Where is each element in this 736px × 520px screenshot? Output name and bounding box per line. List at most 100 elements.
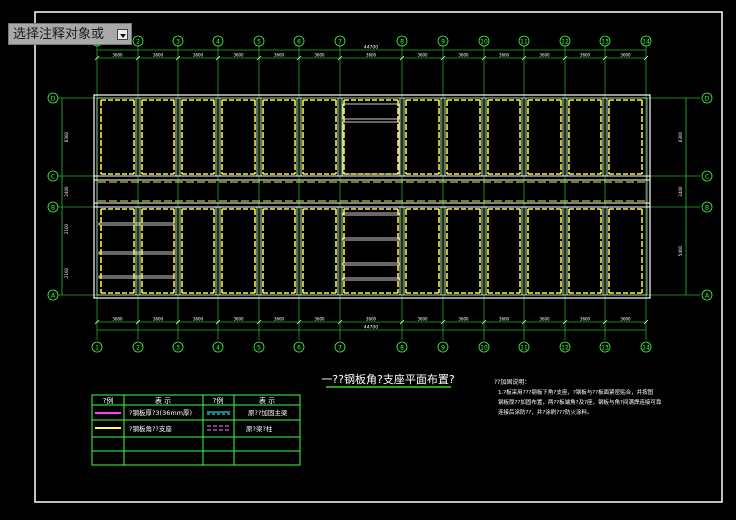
dimension-tick <box>562 319 568 325</box>
outer-wall <box>93 94 651 299</box>
axis-bubble-label: A <box>705 292 710 299</box>
stair-tread <box>342 212 400 216</box>
axis-bubble <box>334 35 346 47</box>
axis-bubble-label: C <box>705 173 709 180</box>
dropdown-arrow-icon[interactable] <box>117 29 128 40</box>
axis-bubble-label: 12 <box>561 38 569 45</box>
dimension-tick <box>296 319 302 325</box>
axis-bubble <box>132 35 144 47</box>
axis-bubble-label: 2 <box>136 344 140 351</box>
legend-header-symbol-1: ?例 <box>103 396 114 405</box>
axis-bubble <box>396 341 408 353</box>
stair-tread <box>342 237 400 241</box>
dimension-tick <box>602 319 608 325</box>
dimension-tick <box>296 55 302 61</box>
axis-bubble-label: 10 <box>480 344 488 351</box>
axis-bubble <box>559 341 571 353</box>
dimension-text-bay: 3600 <box>417 317 428 322</box>
drawing-frame <box>34 11 723 503</box>
steel-angle-supports <box>98 99 646 294</box>
dimension-text-overall: 44700 <box>364 325 378 331</box>
axis-bubble <box>172 341 184 353</box>
dimension-tick <box>643 319 649 325</box>
dimension-tick <box>175 55 181 61</box>
dimension-text-left: 2100 <box>64 223 69 234</box>
axis-bubble-label: 8 <box>400 38 404 45</box>
axis-bubble-label: 6 <box>297 38 301 45</box>
dimension-tick <box>399 319 405 325</box>
dimension-text-bay: 3600 <box>620 317 631 322</box>
axis-bubble <box>701 289 713 301</box>
axis-bubble <box>47 289 59 301</box>
axis-bubble-label: 7 <box>338 344 342 351</box>
legend-table: ?例 表 示 ?例 表 示 ?钢板厚?3(36mm厚) ?钢板角??支座 原??… <box>91 394 301 466</box>
legend-header-symbol-2: ?例 <box>213 396 224 405</box>
axis-bubble-label: 13 <box>601 38 609 45</box>
notes-line-2: 钢板厚??加固布置，两??板端角?及?座，钢板与角?间满焊连接可靠 <box>498 398 662 406</box>
dimension-text-bay: 3600 <box>458 53 469 58</box>
dimension-tick <box>602 55 608 61</box>
axis-bubble <box>47 201 59 213</box>
axis-bubble-label: 9 <box>441 38 445 45</box>
axis-bubble-label: 2 <box>136 38 140 45</box>
dimension-text-bay: 3600 <box>417 53 428 58</box>
wc-partition <box>98 222 175 226</box>
axis-bubble <box>437 341 449 353</box>
dimension-tick <box>440 55 446 61</box>
axis-bubble-label: 12 <box>561 344 569 351</box>
axis-bubble-label: C <box>51 173 55 180</box>
axis-bubble <box>701 201 713 213</box>
axis-bubble <box>293 341 305 353</box>
dimension-tick <box>135 319 141 325</box>
legend-row2-right-desc: 原?梁?柱 <box>246 424 273 433</box>
dimension-text-bay: 3600 <box>499 317 510 322</box>
axis-bubble <box>599 341 611 353</box>
grid-lines <box>58 45 700 340</box>
dimension-tick <box>399 55 405 61</box>
axis-bubble <box>212 341 224 353</box>
axis-bubble-label: D <box>705 95 710 102</box>
wc-partition <box>98 275 175 279</box>
legend-row1-right-desc: 原??加固主梁 <box>248 408 288 417</box>
dimension-text-bay: 3600 <box>153 53 164 58</box>
axis-bubble-label: 14 <box>642 38 650 45</box>
dimension-tick <box>215 319 221 325</box>
legend-header-desc-1: 表 示 <box>155 396 171 405</box>
legend-header-desc-2: 表 示 <box>259 396 275 405</box>
dimension-text-left: 6300 <box>64 131 69 142</box>
axis-bubble-label: 10 <box>480 38 488 45</box>
dimension-text-bay: 3600 <box>274 53 285 58</box>
dimension-text-bay: 3600 <box>193 53 204 58</box>
axis-bubble-label: 3 <box>176 38 180 45</box>
wc-partition <box>98 251 175 255</box>
drawing-title: 一??钢板角?支座平面布置? <box>321 372 455 386</box>
axis-bubble <box>91 341 103 353</box>
dimension-text-bay: 3600 <box>314 53 325 58</box>
dimension-text-overall: 44700 <box>364 45 378 51</box>
dimension-text-bay: 3600 <box>314 317 325 322</box>
axis-bubble <box>293 35 305 47</box>
axis-bubble <box>253 341 265 353</box>
axis-bubble <box>640 341 652 353</box>
dimension-tick <box>94 55 100 61</box>
command-prompt-tooltip[interactable]: 选择注释对象或 <box>8 23 132 45</box>
stair-tread <box>342 262 400 266</box>
dimension-tick <box>481 55 487 61</box>
dimension-text-bay: 3600 <box>233 317 244 322</box>
notes-heading: ??加固说明： <box>494 378 530 386</box>
dimension-tick <box>562 55 568 61</box>
legend-row1-left-desc: ?钢板厚?3(36mm厚) <box>129 408 192 417</box>
axis-bubble <box>396 35 408 47</box>
axis-bubbles: 11223344556677889910101111121213131414DD… <box>47 35 713 353</box>
axis-bubble-label: 1 <box>95 344 99 351</box>
dimension-text-bay: 3600 <box>274 317 285 322</box>
notes-line-3: 连接后涂防??，并?涂刷???防火涂料。 <box>498 408 593 416</box>
dimension-text-bay: 3600 <box>580 53 591 58</box>
dimension-tick <box>440 319 446 325</box>
dimension-text-bay: 3600 <box>539 317 550 322</box>
axis-bubble-label: 3 <box>176 344 180 351</box>
axis-bubble-label: 5 <box>257 344 261 351</box>
dimension-tick <box>643 55 649 61</box>
dimension-text-right: 6300 <box>678 131 683 142</box>
